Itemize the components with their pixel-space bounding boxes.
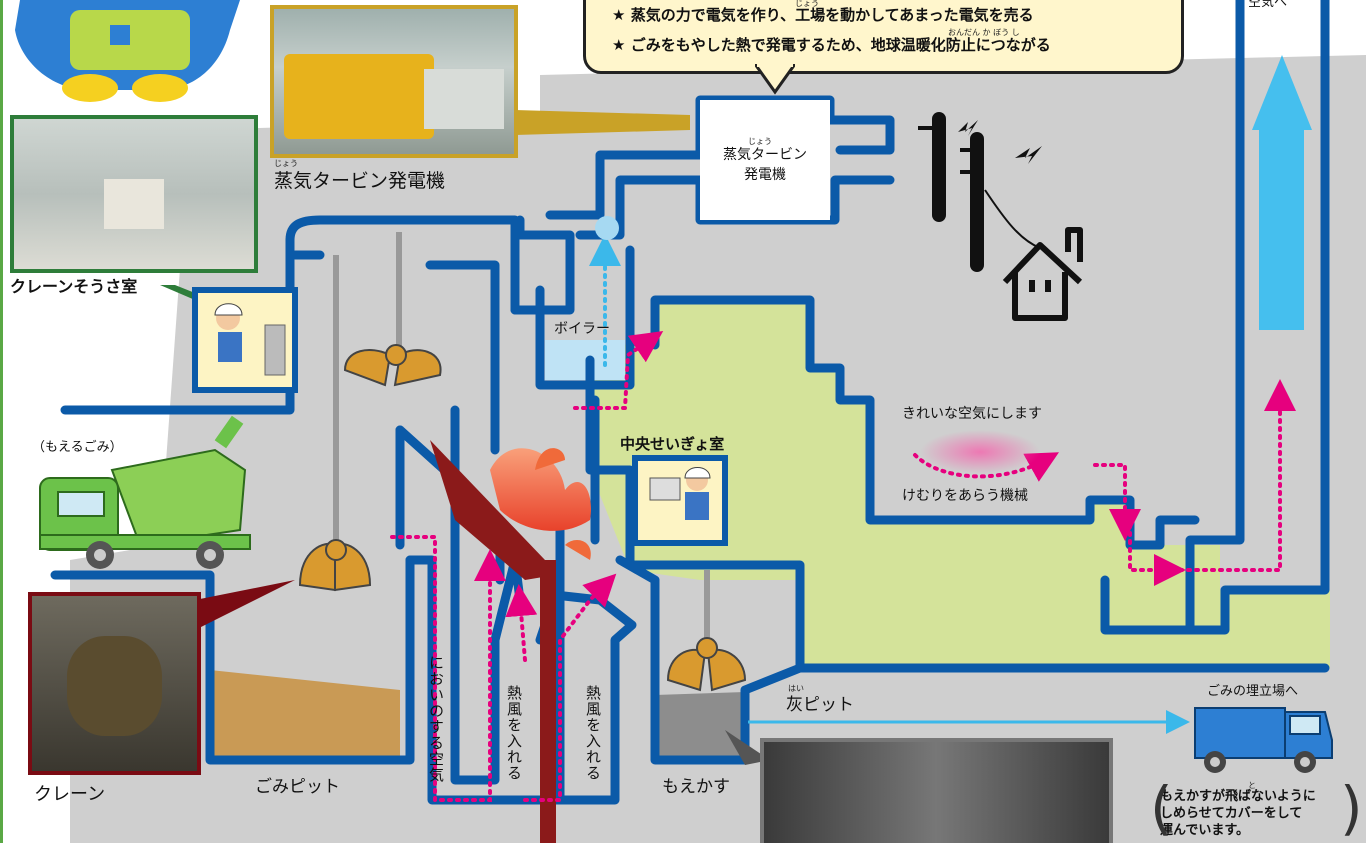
house-icon — [1002, 227, 1083, 321]
landfill-truck — [1194, 707, 1333, 773]
exhaust-arrow — [1252, 55, 1312, 330]
grate — [430, 440, 555, 580]
crane-operator-figure — [214, 303, 286, 376]
power-pole — [918, 112, 1042, 272]
turbine-box — [700, 100, 830, 220]
crane-photo-pointer — [195, 580, 295, 630]
ash-photo-pointer — [725, 730, 770, 765]
clean-air-glow — [920, 430, 1040, 474]
callout-ruby: じょう — [795, 0, 819, 8]
crane-photo — [28, 592, 201, 775]
crane-label: クレーン — [34, 784, 106, 805]
burnable-garbage-label: （もえるごみ） — [32, 440, 123, 455]
landfill-label: ごみの埋立場へ — [1207, 684, 1299, 699]
ash-truck-photo — [760, 738, 1113, 843]
crane-room-pointer — [160, 285, 200, 300]
smelly-air-label: においのする空気 — [427, 655, 445, 783]
gas-treatment-area — [590, 300, 1330, 668]
left-edge-bar — [0, 0, 3, 843]
callout-tail — [755, 64, 795, 95]
hot-air-label-1: 熱風を入れる — [505, 685, 523, 781]
garbage-pit-label: ごみピット — [255, 777, 340, 797]
garbage-pit-fill — [210, 670, 400, 760]
grate-pillar — [540, 560, 556, 843]
clean-air-label: きれいな空気にします — [902, 406, 1042, 422]
note-ruby: と — [1248, 781, 1256, 790]
central-control-label: 中央せいぎょ室 — [620, 435, 725, 453]
crane-room-label: クレーンそうさ室 — [10, 277, 138, 296]
ash-label: もえかす — [662, 777, 730, 797]
mascot — [15, 0, 240, 102]
turbine-photo-pointer — [515, 110, 690, 135]
info-callout — [583, 0, 1184, 74]
air-flow-arrows — [390, 330, 1296, 802]
turbine-photo-label: 蒸気タービン発電機 — [274, 170, 446, 192]
garbage-truck — [39, 415, 251, 569]
boiler-label: ボイラー — [554, 321, 610, 337]
ash-pit-fill — [655, 692, 745, 760]
boiler-water — [545, 340, 625, 380]
control-operator-figure — [649, 467, 711, 520]
note-left-bracket: ( — [1150, 774, 1173, 842]
exhaust-label: 空気へ — [1248, 0, 1288, 10]
flames — [490, 448, 591, 560]
ash-transport-note: もえかすが飛ばないように しめらせてカバーをして 運んでいます。 — [1160, 789, 1316, 838]
plant-outline — [50, 0, 1330, 805]
turbine-box-label: 蒸気タービン 発電機 — [723, 147, 807, 183]
callout-line-1: ★ 蒸気の力で電気を作り、工場を動かしてあまった電気を売る — [612, 6, 1034, 24]
turbine-box-ruby: じょう — [748, 137, 772, 146]
note-right-bracket: ) — [1340, 774, 1363, 842]
crane-arms — [298, 232, 747, 692]
callout-line-2: ★ ごみをもやした熱で発電するため、地球温暖化防止につながる — [612, 36, 1051, 54]
turbine-photo-ruby: じょう — [274, 159, 298, 168]
steam-ball — [595, 216, 619, 240]
hot-air-label-2: 熱風を入れる — [584, 685, 602, 781]
ash-pit-label: 灰ピット — [786, 695, 854, 715]
turbine-photo — [270, 5, 518, 158]
ash-pit-ruby: はい — [788, 684, 804, 693]
smoke-wash-label: けむりをあらう機械 — [902, 488, 1028, 504]
power-wire — [984, 189, 1041, 249]
chimney — [1185, 0, 1330, 635]
callout-line-2-ruby: おんだん か ぼう し — [948, 28, 1020, 37]
crane-room-photo — [10, 115, 258, 273]
